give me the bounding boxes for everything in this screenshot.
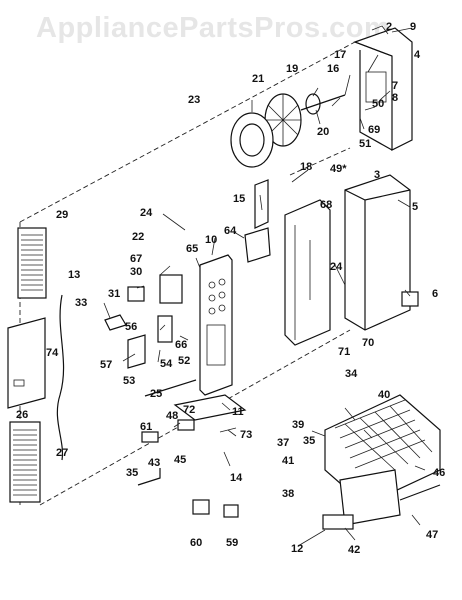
label-8: 8 [392, 92, 398, 104]
label-24-top: 24 [140, 207, 153, 219]
label-16: 16 [327, 63, 339, 75]
label-9: 9 [410, 21, 416, 33]
label-69: 69 [368, 124, 380, 136]
label-6: 6 [432, 288, 438, 300]
label-43: 43 [148, 457, 160, 469]
label-24-mid: 24 [330, 261, 343, 273]
label-38: 38 [282, 488, 294, 500]
label-2: 2 [386, 21, 392, 33]
part-31 [127, 286, 145, 302]
display-module [244, 227, 271, 263]
label-31: 31 [108, 288, 120, 300]
top-housing [353, 25, 413, 151]
rear-housing [344, 174, 411, 331]
label-71: 71 [338, 346, 350, 358]
label-7: 7 [392, 80, 398, 92]
label-51: 51 [359, 138, 371, 150]
blower-wheel [264, 93, 346, 147]
label-72: 72 [183, 404, 195, 416]
label-25: 25 [150, 388, 162, 400]
label-65: 65 [186, 243, 198, 255]
label-37: 37 [277, 437, 289, 449]
gas-valve-manifold [322, 469, 441, 530]
label-50: 50 [372, 98, 384, 110]
leader-lines [103, 27, 426, 547]
label-54: 54 [160, 358, 173, 370]
label-59: 59 [226, 537, 238, 549]
label-3: 3 [374, 169, 380, 181]
label-10: 10 [205, 234, 217, 246]
part-59 [223, 504, 239, 518]
label-5: 5 [412, 201, 418, 213]
label-60: 60 [190, 537, 202, 549]
label-41: 41 [282, 455, 294, 467]
part-57 [127, 334, 146, 369]
label-33: 33 [75, 297, 87, 309]
label-12: 12 [291, 543, 303, 555]
label-15: 15 [233, 193, 245, 205]
rod-25 [144, 379, 197, 397]
label-68: 68 [320, 199, 332, 211]
part-61 [141, 431, 159, 443]
sensor-wire [56, 294, 65, 461]
part-labels: 2 9 4 17 7 16 8 21 19 50 23 20 69 51 18 … [16, 21, 445, 556]
bracket-6 [401, 291, 419, 307]
part-60 [192, 499, 210, 515]
label-67: 67 [130, 253, 142, 265]
panel-68 [284, 199, 331, 346]
label-30: 30 [130, 266, 142, 278]
label-45: 45 [174, 454, 186, 466]
label-74: 74 [46, 347, 59, 359]
label-14: 14 [230, 472, 243, 484]
label-46: 46 [433, 467, 445, 479]
label-4: 4 [414, 49, 421, 61]
label-61: 61 [140, 421, 152, 433]
label-23: 23 [188, 94, 200, 106]
label-11: 11 [232, 406, 244, 418]
label-39: 39 [292, 419, 304, 431]
label-57: 57 [100, 359, 112, 371]
label-21: 21 [252, 73, 264, 85]
label-27: 27 [56, 447, 68, 459]
label-73: 73 [240, 429, 252, 441]
front-grille-bottom [9, 421, 41, 503]
label-18: 18 [300, 161, 312, 173]
label-19: 19 [286, 63, 298, 75]
label-35-left: 35 [126, 467, 138, 479]
label-35-right: 35 [303, 435, 315, 447]
control-panel [199, 254, 233, 396]
label-40: 40 [378, 389, 390, 401]
bracket-43 [137, 468, 161, 486]
label-42: 42 [348, 544, 360, 556]
label-29: 29 [56, 209, 68, 221]
label-34: 34 [345, 368, 358, 380]
label-53: 53 [123, 375, 135, 387]
label-48: 48 [166, 410, 178, 422]
label-52: 52 [178, 355, 190, 367]
tray-11 [173, 394, 247, 421]
front-grille-top [17, 227, 47, 299]
label-13: 13 [68, 269, 80, 281]
label-47: 47 [426, 529, 438, 541]
front-door-panel [7, 317, 46, 409]
part-48 [177, 419, 195, 431]
label-22: 22 [132, 231, 144, 243]
label-66: 66 [175, 339, 187, 351]
label-56: 56 [125, 321, 137, 333]
label-70: 70 [362, 337, 374, 349]
part-56 [157, 315, 173, 343]
label-17: 17 [334, 49, 346, 61]
label-20: 20 [317, 126, 329, 138]
site-watermark: AppliancePartsPros.com [36, 12, 391, 44]
label-64: 64 [224, 225, 237, 237]
label-26: 26 [16, 409, 28, 421]
label-49: 49* [330, 163, 347, 175]
part-33 [104, 314, 127, 331]
part-30 [159, 274, 183, 304]
blower-housing-ring [230, 112, 274, 168]
